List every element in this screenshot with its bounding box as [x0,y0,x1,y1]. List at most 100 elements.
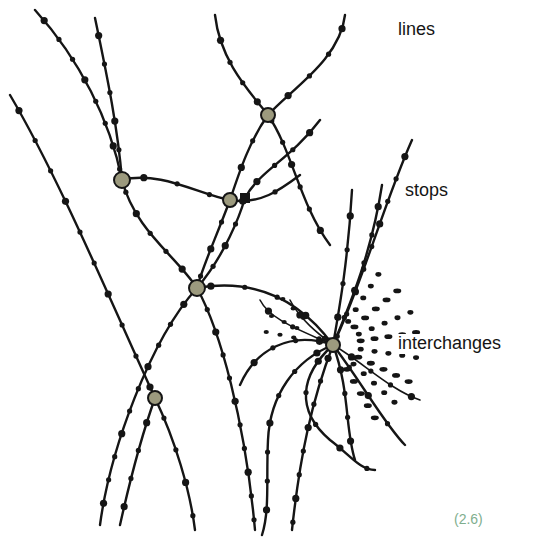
stop-dot [280,140,285,145]
stop-dot [292,495,299,502]
stop-dot [133,210,140,217]
stop-dot [143,419,150,426]
stop-dot [103,121,108,126]
annotation-label: lines [396,20,437,40]
stop-dot [381,390,387,395]
stop-dot [15,107,22,114]
stop-dot [293,338,298,343]
stop-dot [173,447,178,452]
stop-dot [245,469,252,476]
stop-dot [361,267,366,272]
stop-dot [106,477,111,482]
transit-line [122,175,300,201]
stop-dot [232,398,239,405]
stop-dot [264,330,269,334]
stop-dot [393,176,398,181]
stop-dot [361,316,369,321]
stop-dot [240,80,245,85]
stop-dot [220,352,225,357]
stop-dot [371,336,379,341]
stop-dot [318,379,323,384]
stop-dot [161,415,166,420]
stop-dot [282,320,287,324]
stop-dot [375,203,382,210]
interchange-marks [114,108,340,405]
transit-line [120,398,155,525]
stop-dot [353,307,359,312]
stop-dot [92,260,97,265]
stop-dot [105,290,112,297]
stop-dot [298,184,303,189]
stop-dot [175,181,180,186]
stop-dot [249,493,254,498]
stop-dot [372,307,380,312]
stop-dot [290,520,295,525]
stop-dot [364,466,369,471]
stop-dot [348,353,355,360]
stop-dot [251,517,256,522]
transit-line [240,340,333,385]
transit-line [306,345,375,470]
interchange [114,172,130,188]
stop-dot [290,324,295,329]
stop-dot [207,283,214,290]
stop-dot [41,17,48,24]
stop-dot [369,244,374,249]
stop-dot [233,221,238,226]
stop-dot [357,391,365,396]
stop-dot [392,373,400,378]
stop-dot [269,314,274,318]
stop-dot [296,311,303,318]
transit-line [262,345,333,535]
stop-dot [227,375,232,380]
stop-dot [347,438,354,445]
stop-dot [110,142,117,149]
stop-dot [136,448,141,453]
stop-dot [227,60,232,65]
stop-dot [376,220,383,227]
transit-line [260,300,333,345]
stop-dot [354,355,362,360]
stop-dot [292,369,297,374]
stop-dot [156,343,161,348]
stop-dot [56,37,61,42]
stop-dot [207,192,212,197]
stop-dot [265,449,270,454]
stop-dot [70,57,75,62]
stop-dot [272,163,277,168]
stop-dot [222,242,229,249]
stop-dot [322,336,327,341]
stop-dot [358,347,364,352]
stop-dot [368,284,374,289]
stop-dot [277,333,282,337]
transit-line [35,10,255,530]
interchange [189,280,205,296]
stop-dot [306,129,313,136]
stop-dot [369,326,375,331]
stop-dot [340,281,345,286]
stop-dot [238,164,245,171]
stop-dot [163,249,168,254]
interchange [261,108,275,122]
stop-dot [297,472,302,477]
stop-dot [384,334,392,339]
stop-dot [408,393,415,400]
stop-dot [317,227,324,234]
stop-dot [342,315,347,320]
stop-dot [107,90,112,95]
stop-dot [391,400,397,405]
interchange [223,193,237,207]
stop-dot [263,506,270,513]
stop-dot [144,363,151,370]
stop-dot [242,446,247,451]
stop-dot [118,430,125,437]
transit-line [100,120,320,525]
stop-dot [146,383,153,390]
stop-dot [102,61,107,66]
stop-dot [180,301,187,308]
stop-dot [345,319,351,324]
stop-dot [382,321,388,326]
stop-dot [270,345,275,350]
